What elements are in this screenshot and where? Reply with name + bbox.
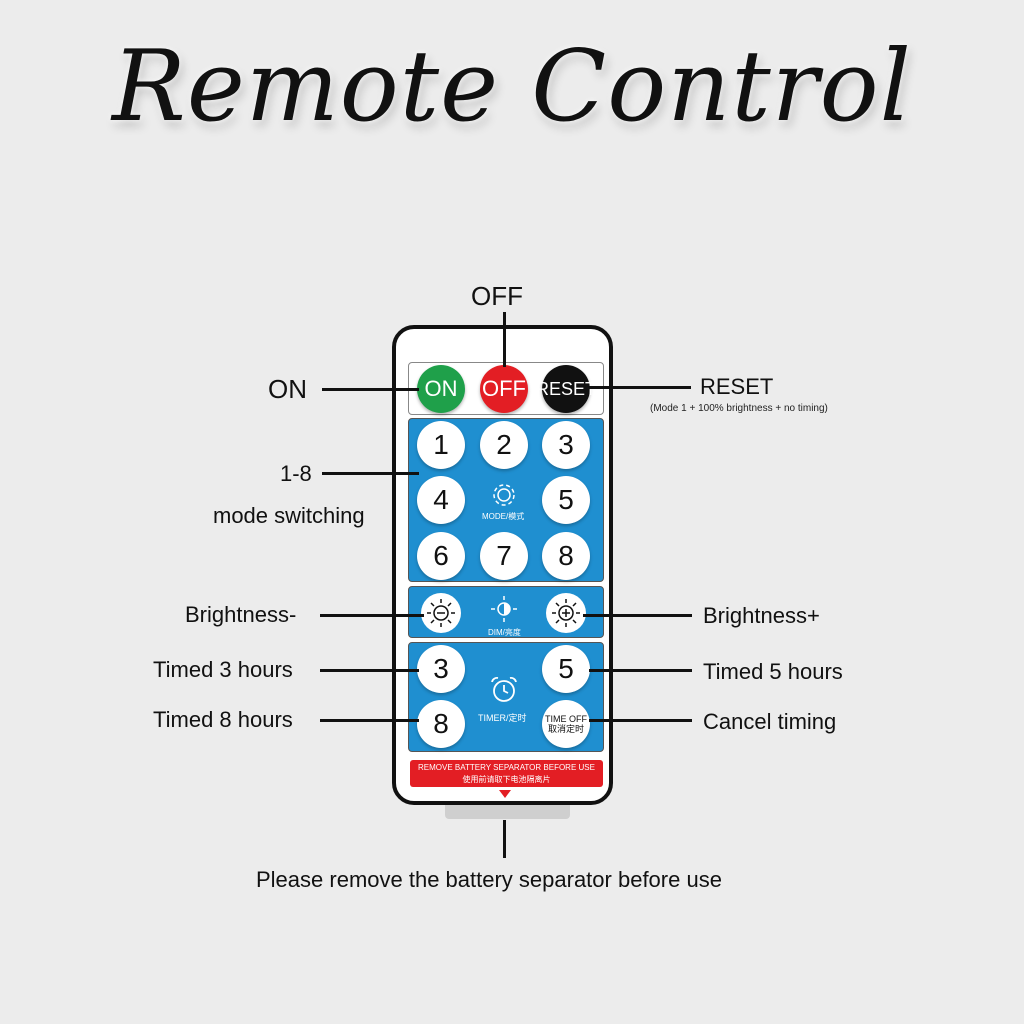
reset-label: RESET (700, 374, 774, 399)
timer-5-button[interactable]: 5 (542, 645, 590, 693)
on-button-label: ON (424, 376, 458, 401)
mode-button-label: 6 (433, 540, 449, 571)
on-callout-line (322, 388, 419, 391)
brightness-minus-callout-line (320, 614, 424, 617)
timer-button-label: 8 (433, 708, 449, 739)
alarm-clock-icon (491, 677, 517, 702)
timed-5-label: Timed 5 hours (703, 659, 843, 684)
on-button[interactable]: ON (417, 365, 465, 413)
reset-button[interactable]: RESET (536, 365, 596, 413)
brightness-plus-callout-line (583, 614, 692, 617)
time-off-cn-label: 取消定时 (547, 724, 584, 734)
mode-button-3[interactable]: 3 (542, 421, 590, 469)
separator-en-text: REMOVE BATTERY SEPARATOR BEFORE USE (418, 763, 595, 772)
mode-button-label: 1 (433, 429, 449, 460)
mode-button-label: 8 (558, 540, 574, 571)
gear-icon (493, 484, 515, 506)
mode-button-4[interactable]: 4 (417, 476, 465, 524)
cancel-timing-label: Cancel timing (703, 709, 837, 734)
sun-plus-icon[interactable] (546, 593, 586, 633)
brightness-plus-label: Brightness+ (703, 603, 820, 628)
reset-note: (Mode 1 + 100% brightness + no timing) (650, 403, 828, 414)
mode-button-8[interactable]: 8 (542, 532, 590, 580)
separator-cn-text: 使用前请取下电池隔离片 (462, 775, 551, 784)
mode-callout-line (322, 472, 419, 475)
off-label: OFF (471, 281, 523, 311)
mode-label: MODE/模式 (482, 512, 525, 521)
timed-8-callout-line (320, 719, 419, 722)
mode-button-5[interactable]: 5 (542, 476, 590, 524)
off-callout-line (503, 312, 506, 367)
mode-switching-label: mode switching (213, 503, 365, 528)
mode-button-label: 5 (558, 484, 574, 515)
battery-separator-banner: REMOVE BATTERY SEPARATOR BEFORE USE 使用前请… (410, 760, 603, 787)
cancel-timing-callout-line (589, 719, 692, 722)
time-off-button[interactable]: TIME OFF 取消定时 (542, 700, 590, 748)
timer-button-label: 5 (558, 653, 574, 684)
mode-button-label: 4 (433, 484, 449, 515)
timed-5-callout-line (589, 669, 692, 672)
arrow-down-icon (499, 790, 511, 798)
off-button-label: OFF (482, 376, 526, 401)
timed-3-label: Timed 3 hours (153, 657, 293, 682)
timed-3-callout-line (320, 669, 419, 672)
timer-8-button[interactable]: 8 (417, 700, 465, 748)
on-label: ON (268, 374, 307, 404)
mode-button-2[interactable]: 2 (480, 421, 528, 469)
page-title: Remote Control (112, 30, 912, 144)
mode-button-1[interactable]: 1 (417, 421, 465, 469)
battery-callout-line (503, 820, 506, 858)
mode-button-label: 3 (558, 429, 574, 460)
timer-label: TIMER/定时 (478, 713, 527, 723)
mode-range-label: 1-8 (280, 461, 312, 486)
battery-note-label: Please remove the battery separator befo… (256, 867, 722, 892)
brightness-minus-label: Brightness- (185, 602, 297, 627)
mode-button-label: 7 (496, 540, 512, 571)
dim-label: DIM/亮度 (488, 628, 521, 637)
timer-3-button[interactable]: 3 (417, 645, 465, 693)
timed-8-label: Timed 8 hours (153, 707, 293, 732)
timer-button-label: 3 (433, 653, 449, 684)
reset-callout-line (589, 386, 691, 389)
time-off-label: TIME OFF (545, 714, 587, 724)
mode-button-label: 2 (496, 429, 512, 460)
mode-button-7[interactable]: 7 (480, 532, 528, 580)
sun-minus-icon[interactable] (421, 593, 461, 633)
off-button[interactable]: OFF (480, 365, 528, 413)
battery-tab (445, 805, 570, 819)
half-sun-icon (491, 596, 517, 622)
reset-button-label: RESET (536, 378, 597, 399)
mode-button-6[interactable]: 6 (417, 532, 465, 580)
